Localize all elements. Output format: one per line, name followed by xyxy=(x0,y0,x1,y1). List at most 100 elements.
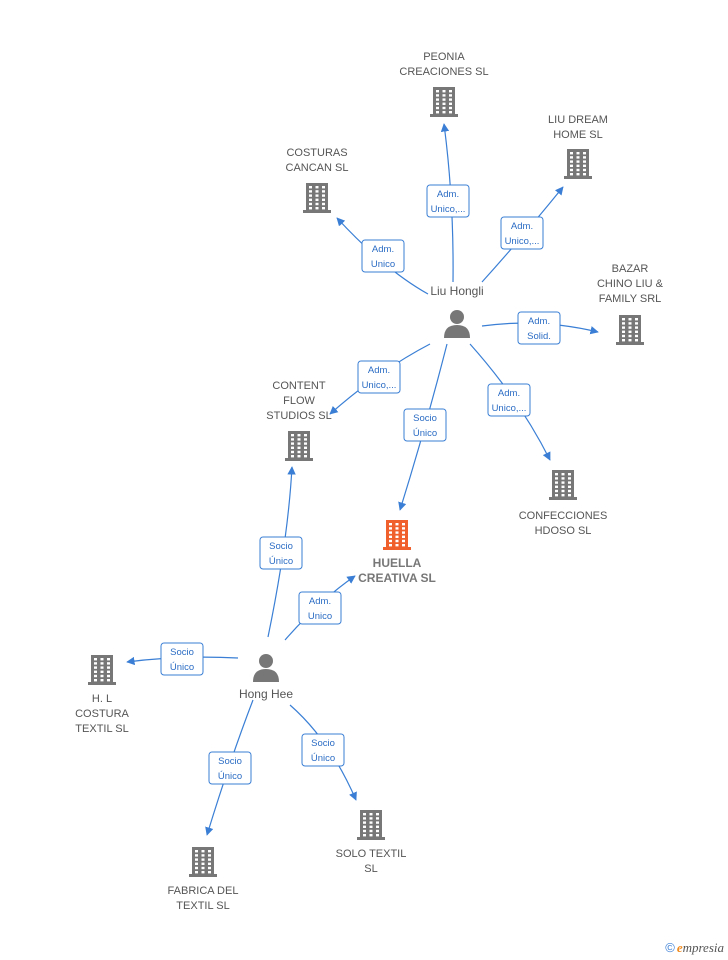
building-icon xyxy=(88,655,116,685)
relationship-label-text: Adm. xyxy=(368,365,390,376)
relationship-label-text: Socio xyxy=(413,413,437,424)
nodes-layer: PEONIA CREACIONES SL LIU DREAM HOME SL COSTU… xyxy=(75,51,664,912)
company-name-line: CONFECCIONES xyxy=(519,510,608,522)
relationship-label-box[interactable] xyxy=(301,733,345,767)
relationship-label-text: Único xyxy=(311,753,335,764)
relationship-label-text: Adm. xyxy=(511,221,533,232)
relationship-label-text: Único xyxy=(413,428,437,439)
company-name-line: CREACIONES SL xyxy=(399,66,488,78)
relationship-label-box[interactable] xyxy=(357,360,401,394)
edge-liu-liudream: Adm. Unico,... xyxy=(481,186,564,283)
building-icon xyxy=(616,315,644,345)
person-node-hong[interactable]: Hong Hee xyxy=(239,654,293,701)
person-icon xyxy=(253,654,279,682)
company-name-line: SL xyxy=(364,863,377,875)
person-name: Hong Hee xyxy=(239,687,293,701)
edge-liu-content: Adm. Unico,... xyxy=(329,343,431,415)
company-name-line: TEXTIL SL xyxy=(75,723,128,735)
company-node-confecciones[interactable]: CONFECCIONES HDOSO SL xyxy=(519,470,608,537)
building-icon xyxy=(357,810,385,840)
building-icon xyxy=(564,149,592,179)
relationship-label-text: Adm. xyxy=(309,596,331,607)
relationship-label-box[interactable] xyxy=(259,536,303,570)
relationship-label-text: Solid. xyxy=(527,331,551,342)
company-name-line: CHINO LIU & xyxy=(597,278,664,290)
edge-liu-confecciones: Adm.Unico,... xyxy=(469,343,551,461)
building-icon xyxy=(303,183,331,213)
company-name-line: BAZAR xyxy=(612,263,649,275)
edge-hong-huella: Adm. Unico xyxy=(284,575,356,641)
relationship-label-box[interactable] xyxy=(160,642,204,676)
relationship-label-text: Adm. xyxy=(372,244,394,255)
company-name-line: STUDIOS SL xyxy=(266,410,331,422)
relationship-label-box[interactable] xyxy=(500,216,544,250)
company-name-line: FAMILY SRL xyxy=(599,293,662,305)
brand-name: mpresia xyxy=(682,940,724,955)
relationship-label-box[interactable] xyxy=(208,751,252,785)
company-name-line: HUELLA xyxy=(373,556,422,570)
relationship-label-box[interactable] xyxy=(403,408,447,442)
company-name-line: SOLO TEXTIL xyxy=(336,848,407,860)
company-name-line: FLOW xyxy=(283,395,315,407)
building-icon xyxy=(549,470,577,500)
relationship-label-text: Socio xyxy=(269,541,293,552)
company-node-costuras[interactable]: COSTURAS CANCAN SL xyxy=(286,147,349,213)
relationship-label-text: Unico xyxy=(308,611,332,622)
company-name-line: H. L xyxy=(92,693,112,705)
relationship-label-text: Adm. xyxy=(528,316,550,327)
brand-footer: ©empresia xyxy=(665,940,724,956)
company-node-peonia[interactable]: PEONIA CREACIONES SL xyxy=(399,51,489,117)
relationship-label-text: Adm. xyxy=(498,388,520,399)
person-node-liu[interactable]: Liu Hongli xyxy=(430,284,484,338)
company-node-solo[interactable]: SOLO TEXTIL SL xyxy=(336,810,407,875)
relationship-label-text: Unico,... xyxy=(431,204,466,215)
relationship-label-text: Socio xyxy=(311,738,335,749)
brand-initial: e xyxy=(676,940,683,955)
building-icon xyxy=(430,87,458,117)
relationship-label-text: Único xyxy=(170,662,194,673)
company-name-line: HDOSO SL xyxy=(535,525,592,537)
relationship-label-text: Único xyxy=(218,771,242,782)
edge-liu-peonia: Adm. Unico,... xyxy=(426,123,470,283)
edge-liu-bazar: Adm. Solid. xyxy=(481,311,599,345)
building-icon xyxy=(189,847,217,877)
company-name-line: COSTURA xyxy=(75,708,129,720)
company-node-liudream[interactable]: LIU DREAM HOME SL xyxy=(548,114,608,179)
edge-liu-costuras: Adm. Unico xyxy=(336,217,429,295)
person-icon xyxy=(444,310,470,338)
relationship-label-text: Unico xyxy=(371,259,395,270)
company-name-line: PEONIA xyxy=(423,51,465,63)
company-name-line: CREATIVA SL xyxy=(358,571,436,585)
relationship-label-box[interactable] xyxy=(298,591,342,625)
relationship-label-box[interactable] xyxy=(426,184,470,218)
company-name-line: TEXTIL SL xyxy=(176,900,229,912)
relationship-label-box[interactable] xyxy=(517,311,561,345)
company-name-line: FABRICA DEL xyxy=(168,885,239,897)
relationship-label-text: Adm. xyxy=(437,189,459,200)
company-name-line: COSTURAS xyxy=(286,147,347,159)
company-name-line: CANCAN SL xyxy=(286,162,349,174)
company-name-line: CONTENT xyxy=(272,380,325,392)
company-name-line: HOME SL xyxy=(553,129,603,141)
building-icon xyxy=(285,431,313,461)
relationship-label-text: Socio xyxy=(218,756,242,767)
company-name-line: LIU DREAM xyxy=(548,114,608,126)
copyright-icon: © xyxy=(665,940,675,955)
company-node-hl[interactable]: H. L COSTURA TEXTIL SL xyxy=(75,655,130,735)
relationship-label-box[interactable] xyxy=(487,383,531,417)
relationship-label-text: Unico,... xyxy=(362,380,397,391)
relationship-label-box[interactable] xyxy=(361,239,405,273)
relationship-label-text: Unico,... xyxy=(505,236,540,247)
company-node-content[interactable]: CONTENT FLOW STUDIOS SL xyxy=(266,380,332,461)
company-node-fabrica[interactable]: FABRICA DEL TEXTIL SL xyxy=(168,847,239,912)
relationship-label-text: Único xyxy=(269,556,293,567)
edges-layer: Adm.Unico,...Adm.Unico,...Adm.UnicoAdm.S… xyxy=(126,123,599,836)
company-node-bazar[interactable]: BAZAR CHINO LIU & FAMILY SRL xyxy=(597,263,664,345)
